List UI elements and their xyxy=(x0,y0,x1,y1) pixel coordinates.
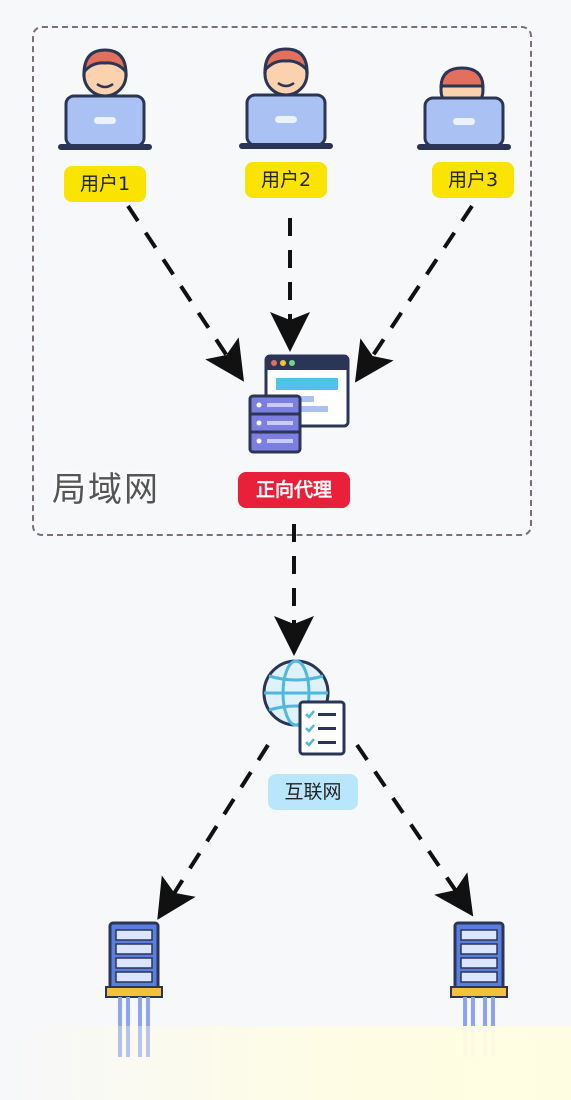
lan-label: 局域网 xyxy=(52,470,160,510)
arrow-user1-proxy xyxy=(126,204,245,382)
internet-badge: 互联网 xyxy=(268,774,358,810)
user-3-badge: 用户3 xyxy=(432,162,514,198)
user-1-badge: 用户1 xyxy=(64,166,146,202)
proxy-badge: 正向代理 xyxy=(238,472,350,508)
arrow-user3-proxy xyxy=(354,204,474,383)
user-2-badge: 用户2 xyxy=(245,162,327,198)
user-3-icon xyxy=(417,66,511,150)
proxy-server-icon xyxy=(248,354,350,454)
lan-boundary xyxy=(32,26,532,536)
arrow-internet-server-left xyxy=(157,743,270,920)
arrow-internet-server-right xyxy=(355,743,474,917)
user-1-icon xyxy=(58,48,152,150)
globe-icon xyxy=(262,659,346,756)
bottom-fade xyxy=(0,1026,571,1100)
user-2-icon xyxy=(239,47,333,149)
